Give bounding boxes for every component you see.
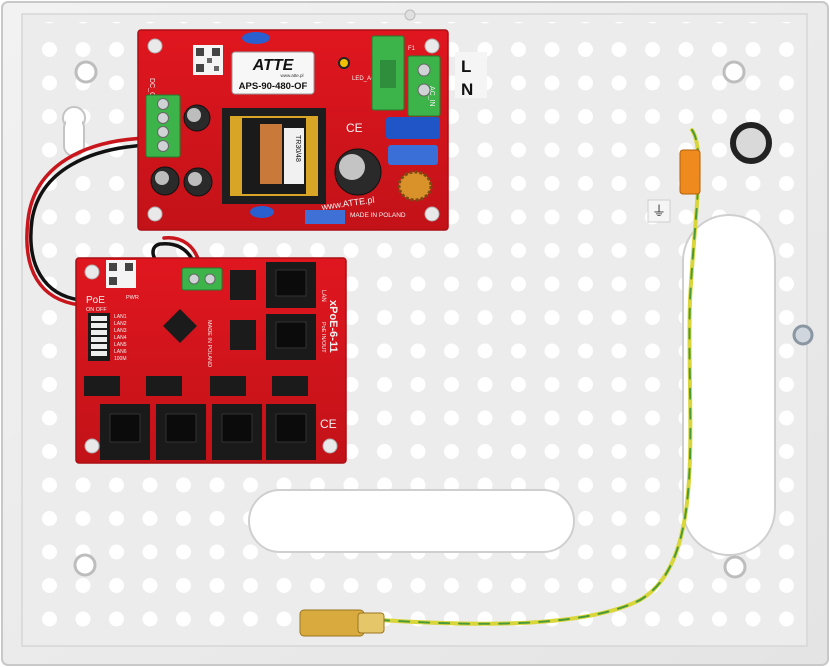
dc-output-terminal [145,94,181,158]
psu-led-label: LED_AC [352,76,376,82]
psu-label [231,51,315,95]
psu-ac-in-label: AC_IN [428,86,435,107]
switch-on-off-label: ON OFF [86,307,107,313]
switch-qr-code [106,260,136,288]
psu-inductor [397,170,433,202]
psu-qr-code [193,45,223,75]
ground-clip-orange [679,149,701,195]
dip-label-3: LAN3 [114,328,127,334]
mains-n-label: N [461,80,473,99]
ac-input-terminal [407,55,441,117]
psu-transformer: TR30/48 [222,108,326,204]
psu-brand-logo: ATTE [252,57,295,74]
dip-label-6: LAN6 [114,349,127,355]
switch-model-label: xPoE-6-11 [327,300,339,353]
mounting-studs [73,60,747,579]
psu-model: APS-90-480-OF [239,81,308,92]
dip-label-1: LAN1 [114,314,127,320]
switch-poe-label: PoE [86,295,105,306]
switch-lan-label: LAN [320,290,326,302]
dip-label-4: LAN4 [114,335,127,341]
ground-symbol-label: ⏚ [647,199,671,223]
switch-dc-terminal [181,267,223,291]
keyhole-mount [62,106,86,157]
switch-poe-inout-label: PoE IN/OUT [320,322,326,353]
dc-wires [25,136,202,307]
psu-made-in: MADE IN POLAND [350,212,406,219]
ground-wire-lug [299,609,385,637]
switch-pwr-label: PWR [126,295,139,301]
psu-brand-url: www.atte.pl [280,73,303,78]
psu-led [338,57,350,69]
mains-l-label: L [461,57,471,76]
poe-switch-board: PoE ON OFF PWR LAN1 LAN2 LAN3 LAN4 LAN5 … [75,195,375,464]
cable-cutout-horizontal [248,489,575,553]
dip-switch-labels: LAN1 LAN2 LAN3 LAN4 LAN5 LAN6 100M [114,314,127,362]
psu-capacitors [150,104,382,197]
switch-made-in: MADE IN POLAND [206,320,212,367]
uplink-rj45-ports [266,262,316,360]
psu-transformer-label: TR30/48 [294,135,301,162]
mains-label: L N [455,52,487,99]
dip-switch [88,313,110,361]
tamper-switch [730,122,772,164]
switch-chips [84,270,308,396]
psu-blue-capacitor [386,117,440,139]
psu-ce-mark: CE [346,121,363,135]
dip-label-2: LAN2 [114,321,127,327]
switch-ce-mark: CE [320,417,337,431]
cable-cutout-vertical [682,214,776,556]
side-screw [792,324,814,346]
poe-rj45-ports [100,404,316,460]
dip-label-5: LAN5 [114,342,127,348]
ground-symbol: ⏚ [652,203,666,219]
psu-dc-out-label: DC_OUT [148,78,155,108]
dip-label-7: 100M [114,356,127,362]
ground-wire [378,128,701,626]
power-supply-board: ATTE www.atte.pl APS-90-480-OF DC_OUT [137,29,449,231]
psu-fuse-label: F1 [408,46,416,52]
